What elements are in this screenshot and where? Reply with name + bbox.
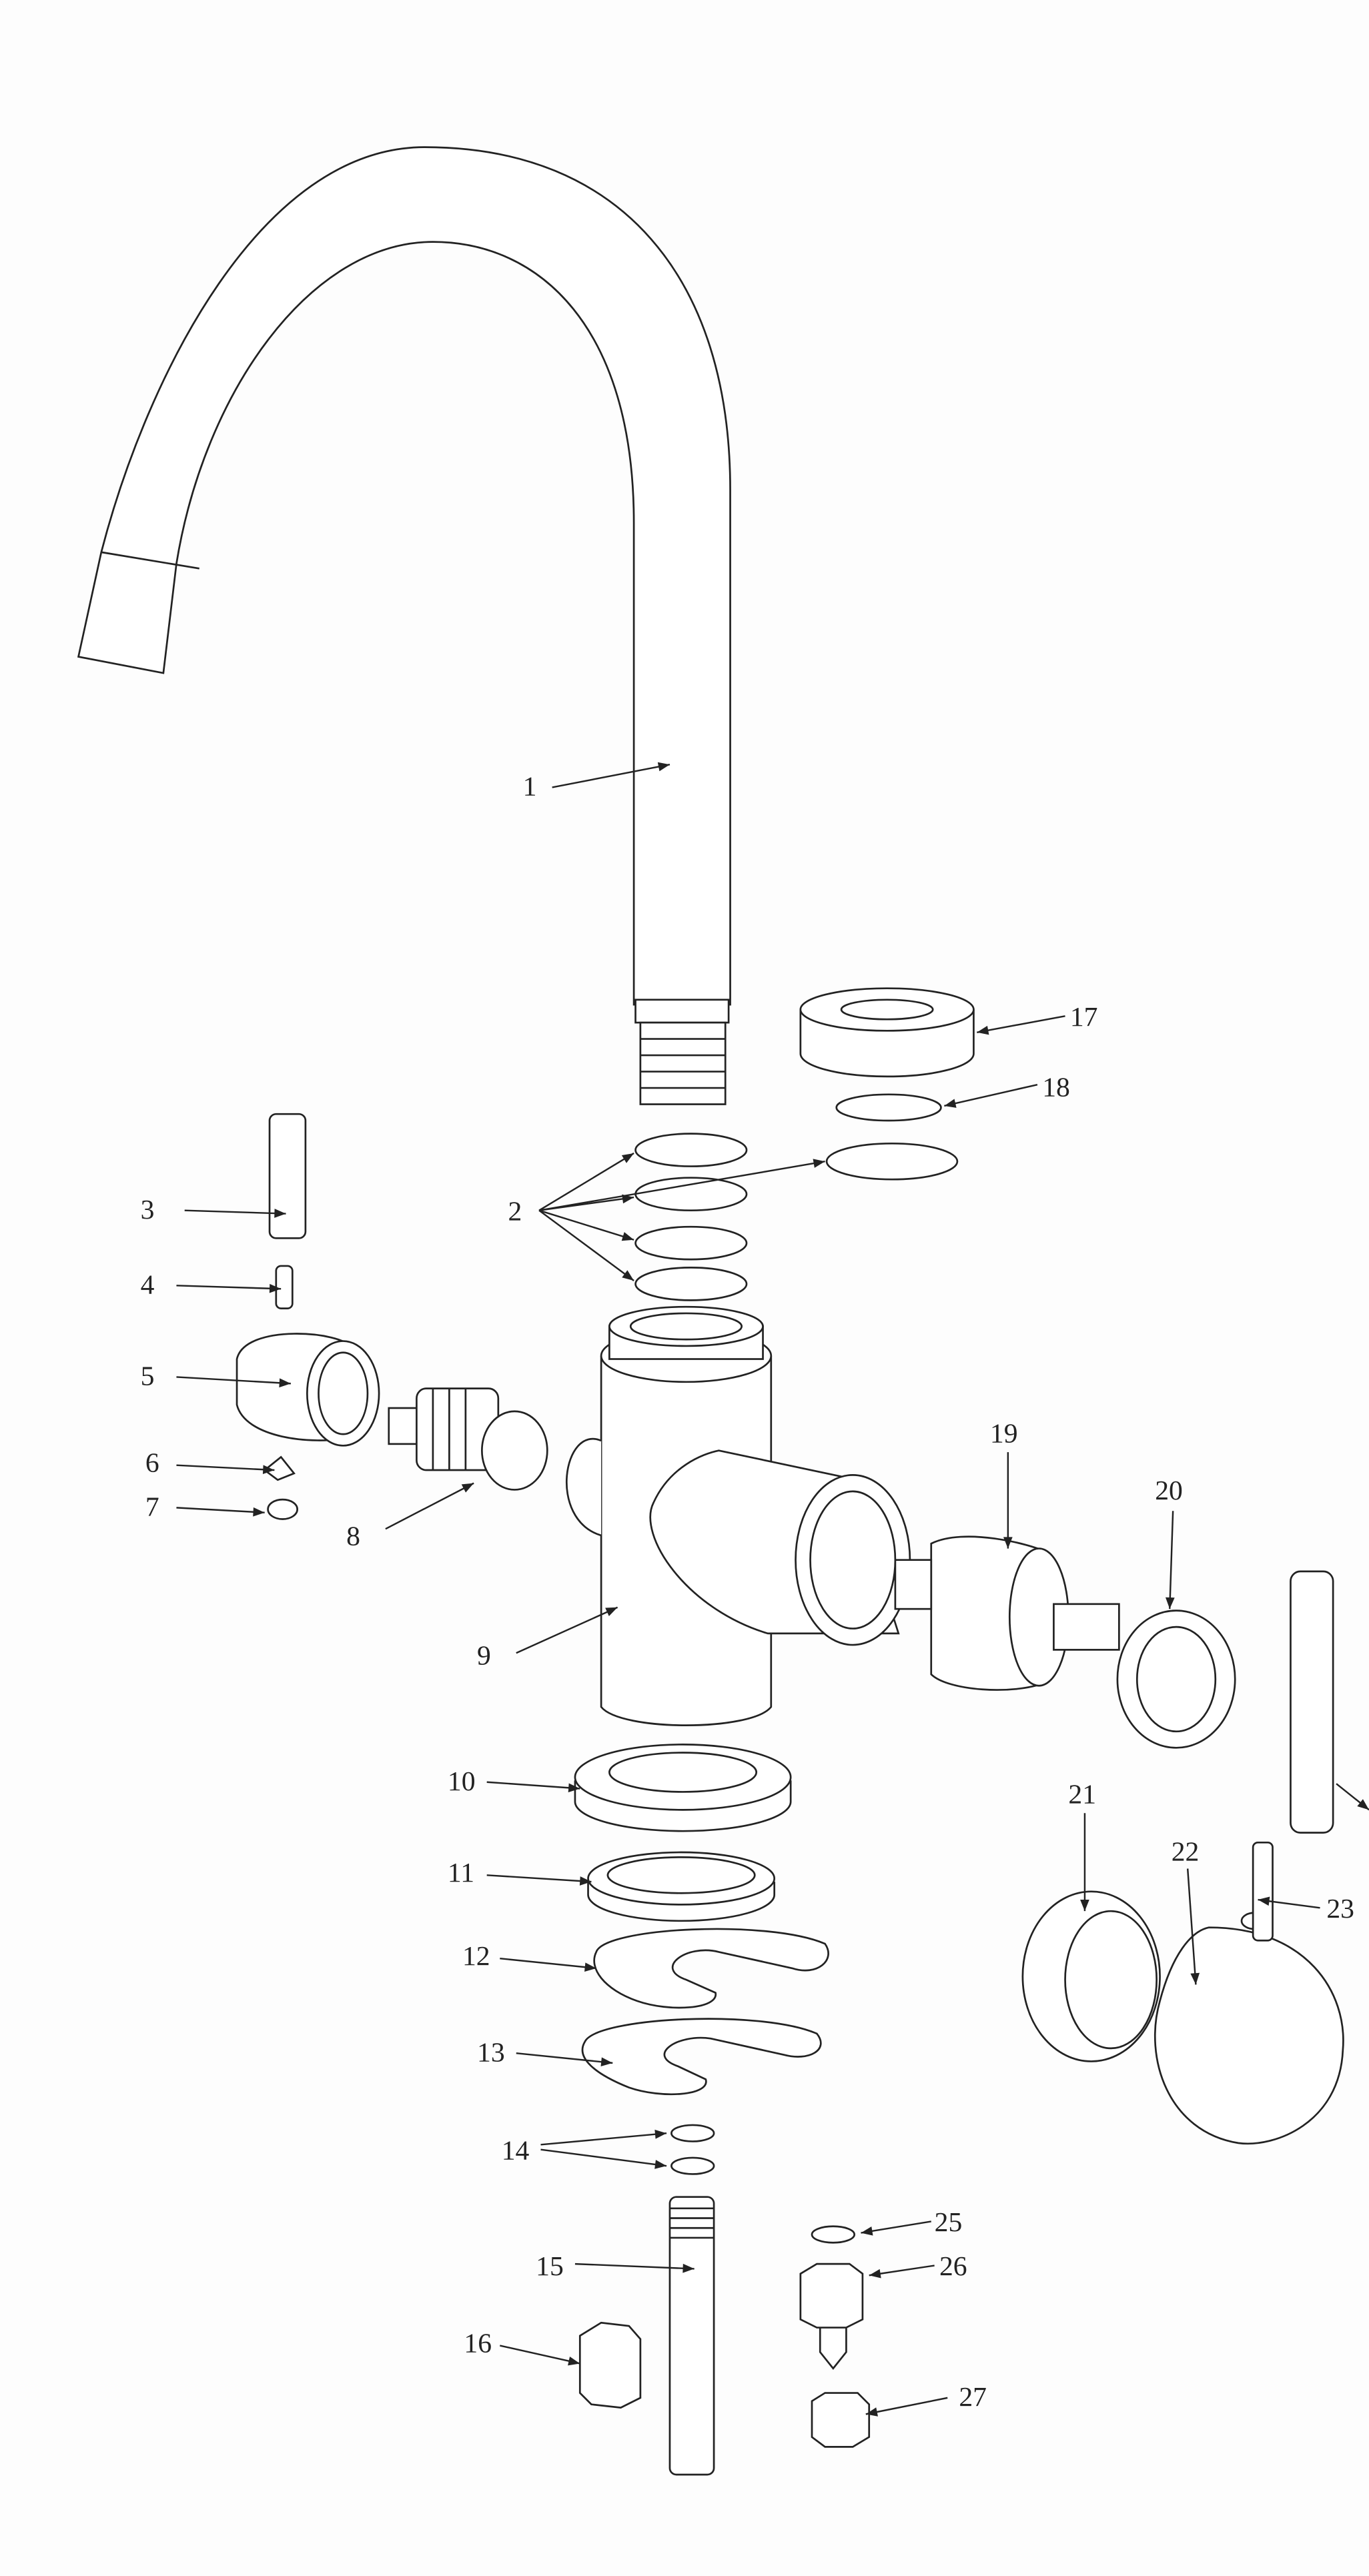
part-10-base-ring xyxy=(574,1744,792,1832)
label-2: 2 xyxy=(508,1196,522,1227)
part-6-screw xyxy=(263,1455,296,1481)
leader-arrows xyxy=(176,762,1369,2417)
label-16: 16 xyxy=(464,2328,492,2359)
part-7-nut xyxy=(267,1498,299,1520)
label-12: 12 xyxy=(462,1941,490,1972)
part-2-o-rings xyxy=(634,1133,959,1301)
part-9-body xyxy=(565,1305,911,1726)
label-8: 8 xyxy=(346,1521,360,1552)
part-18-clip xyxy=(835,1093,942,1122)
part-15-stud xyxy=(668,2196,715,2476)
label-27: 27 xyxy=(959,2382,987,2413)
label-14: 14 xyxy=(502,2135,530,2166)
part-26-fitting xyxy=(799,2263,864,2370)
part-8-cartridge xyxy=(388,1387,548,1491)
part-17-nut xyxy=(799,987,975,1078)
label-6: 6 xyxy=(145,1447,159,1478)
label-11: 11 xyxy=(448,1858,474,1888)
part-1-spout xyxy=(77,146,731,1105)
label-23: 23 xyxy=(1326,1894,1354,1924)
label-20: 20 xyxy=(1155,1475,1183,1506)
part-13-horseshoe-washer xyxy=(581,2018,822,2096)
part-12-horseshoe-washer xyxy=(593,1928,829,2009)
label-1: 1 xyxy=(523,772,537,802)
part-labels: 1 2 3 4 5 6 7 8 9 10 11 12 13 14 15 16 1… xyxy=(141,772,1354,2413)
label-21: 21 xyxy=(1068,1780,1096,1810)
part-23-pin xyxy=(1252,1841,1274,1942)
label-9: 9 xyxy=(477,1640,491,1671)
part-16-hex-nut xyxy=(578,2321,642,2409)
label-3: 3 xyxy=(141,1195,155,1225)
label-10: 10 xyxy=(448,1766,476,1797)
part-14-o-rings xyxy=(670,2124,715,2175)
label-4: 4 xyxy=(141,1270,155,1301)
part-11-gasket xyxy=(587,1851,776,1922)
label-22: 22 xyxy=(1172,1836,1200,1867)
label-13: 13 xyxy=(477,2037,505,2068)
label-17: 17 xyxy=(1070,1002,1098,1033)
label-25: 25 xyxy=(935,2207,963,2238)
part-20-nut xyxy=(1116,1609,1236,1749)
part-3-pin xyxy=(268,1113,307,1239)
label-26: 26 xyxy=(939,2251,967,2282)
label-5: 5 xyxy=(141,1361,155,1392)
label-19: 19 xyxy=(990,1418,1018,1449)
part-19-cartridge xyxy=(894,1535,1120,1691)
part-25-washer xyxy=(811,2225,856,2244)
part-5-sleeve xyxy=(236,1333,380,1447)
part-24-rod xyxy=(1290,1570,1334,1834)
part-4-pin xyxy=(275,1265,294,1309)
part-21-handle-cap xyxy=(1021,1890,1161,2062)
label-7: 7 xyxy=(145,1492,159,1523)
label-15: 15 xyxy=(536,2251,564,2282)
label-18: 18 xyxy=(1042,1072,1070,1103)
part-22-handle xyxy=(1154,1912,1344,2145)
part-27-nut xyxy=(811,2392,871,2448)
